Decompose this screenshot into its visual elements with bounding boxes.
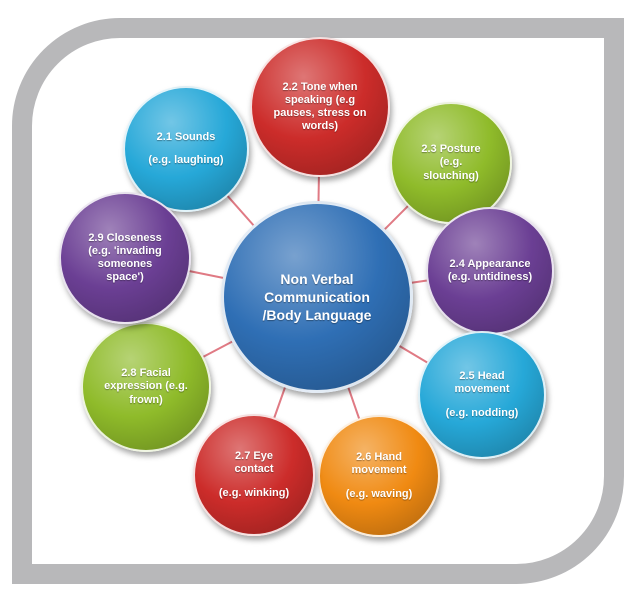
connector-line-2-1 [225,194,256,228]
connector-line-2-4 [409,279,429,285]
node-2-4-appearance: 2.4 Appearance (e.g. untidiness) [426,207,554,335]
node-2-2-line-4: words) [301,120,339,133]
node-2-8-line-3: frown) [129,393,163,406]
node-2-9-line-2: (e.g. 'invading [88,244,162,257]
node-2-9-line-4: space') [106,271,144,284]
node-2-8-line-2: expression (e.g. [104,380,188,393]
connector-line-2-5 [397,344,430,365]
node-2-5-line-2: movement [454,383,510,396]
center-node-non-verbal-communication: Non Verbal Communication /Body Language [221,201,413,393]
connector-line-2-3 [382,204,410,232]
connector-line-2-7 [272,385,287,420]
node-2-5-head-movement: 2.5 Head movement (e.g. nodding) [418,331,546,459]
connector-line-2-9 [187,269,226,280]
node-2-7-title: 2.7 Eye [235,450,273,463]
center-line-2: Communication [264,288,370,305]
node-2-7-example: (e.g. winking) [218,486,290,499]
node-2-3-posture: 2.3 Posture (e.g. slouching) [390,102,512,224]
node-2-9-title: 2.9 Closeness [88,231,162,244]
node-2-2-line-2: speaking (e.g [284,93,356,106]
node-2-8-title: 2.8 Facial [121,367,171,380]
node-2-2-line-3: pauses, stress on [273,107,367,119]
node-2-1-example: (e.g. laughing) [148,154,224,166]
node-2-9-line-3: someones [97,258,153,270]
node-2-4-example: (e.g. untidiness) [447,271,533,283]
node-2-7-eye-contact: 2.7 Eye contact (e.g. winking) [193,414,315,536]
center-line-3: /Body Language [262,307,372,324]
node-2-8-facial-expression: 2.8 Facial expression (e.g. frown) [81,322,211,452]
connector-line-2-6 [346,385,361,421]
node-2-1-title: 2.1 Sounds [156,130,216,143]
node-2-5-example: (e.g. nodding) [445,406,519,419]
node-2-4-title: 2.4 Appearance [449,257,531,270]
node-2-1-sounds: 2.1 Sounds (e.g. laughing) [123,86,249,212]
node-2-5-title: 2.5 Head [459,370,505,383]
node-2-6-hand-movement: 2.6 Hand movement (e.g. waving) [318,415,440,537]
node-2-2-line-1: 2.2 Tone when [282,80,358,93]
node-2-6-title: 2.6 Hand [356,451,402,464]
node-2-3-line-3: slouching) [423,169,479,182]
connector-line-2-8 [201,339,235,359]
node-2-2-tone-when-speaking: 2.2 Tone when speaking (e.g pauses, stre… [250,37,390,177]
node-2-3-line-2: (e.g. [439,156,463,169]
center-line-1: Non Verbal [280,270,354,287]
node-2-6-example: (e.g. waving) [345,487,413,500]
node-2-9-closeness: 2.9 Closeness (e.g. 'invading someones s… [59,192,191,324]
node-2-6-line-2: movement [351,464,407,477]
node-2-7-line-2: contact [234,463,274,476]
node-2-3-title: 2.3 Posture [421,143,481,156]
